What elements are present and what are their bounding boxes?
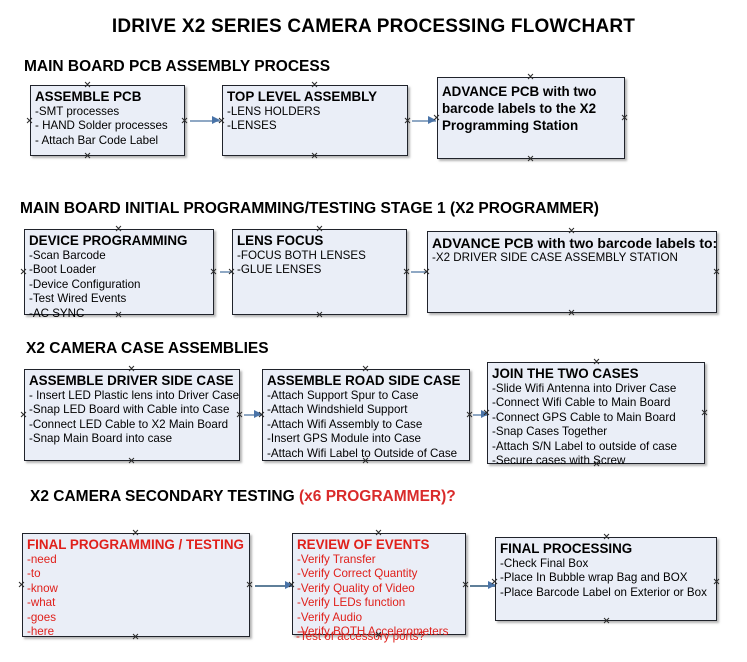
connector-shaft	[470, 585, 496, 587]
section-heading-text: X2 CAMERA CASE ASSEMBLIES	[26, 340, 269, 357]
node-advance-pcb-to-x2-programming-station[interactable]: ADVANCE PCB with two barcode labels to t…	[437, 77, 625, 159]
node-line: - Insert LED Plastic lens into Driver Ca…	[29, 389, 240, 402]
connector-driver-side-to-road-side	[244, 410, 262, 419]
node-line: -Verify Audio	[297, 610, 363, 624]
node-line: -Secure cases with Screw	[492, 454, 626, 468]
node-line: -X2 DRIVER SIDE CASE ASSEMBLY STATION	[432, 251, 678, 264]
connector-shaft	[412, 120, 436, 122]
node-title: LENS FOCUS	[237, 233, 324, 248]
node-line: -Attach Windshield Support	[267, 403, 408, 417]
node-assemble-pcb[interactable]: ASSEMBLE PCB -SMT processes - HAND Solde…	[30, 85, 185, 156]
node-line: -Connect GPS Cable to Main Board	[492, 410, 676, 424]
node-line: -Verify BOTH Accelerometers	[297, 625, 449, 639]
connector-shaft	[244, 414, 262, 416]
node-line: -Verify Correct Quantity	[297, 567, 418, 581]
node-title: TOP LEVEL ASSEMBLY	[227, 89, 378, 104]
section-heading-text: MAIN BOARD INITIAL PROGRAMMING/TESTING S…	[20, 200, 599, 217]
connector-review-of-events-to-final-processing	[470, 581, 496, 590]
section-heading-text: X2 CAMERA SECONDARY TESTING	[30, 488, 299, 505]
section-heading-x2-camera-secondary-testing: X2 CAMERA SECONDARY TESTING (x6 PROGRAMM…	[30, 488, 456, 506]
node-title: REVIEW OF EVENTS	[297, 537, 430, 552]
node-final-programming-testing[interactable]: FINAL PROGRAMMING / TESTING -need -to -k…	[22, 533, 250, 639]
node-title: DEVICE PROGRAMMING	[29, 233, 188, 248]
node-line: -Slide Wifi Antenna into Driver Case	[492, 382, 677, 395]
node-review-of-events[interactable]: REVIEW OF EVENTS -Verify Transfer -Verif…	[292, 533, 466, 638]
connector-shaft	[190, 120, 220, 122]
node-line: -Verify Quality of Video	[297, 581, 415, 595]
section-heading-main-board-pcb-assembly: MAIN BOARD PCB ASSEMBLY PROCESS	[24, 58, 330, 76]
page-title: IDRIVE X2 SERIES CAMERA PROCESSING FLOWC…	[111, 16, 636, 37]
node-line: -Verify Transfer	[297, 553, 376, 566]
node-line: -Snap Main Board into case	[29, 432, 173, 446]
node-assemble-driver-side-case[interactable]: ASSEMBLE DRIVER SIDE CASE - Insert LED P…	[24, 369, 240, 461]
node-line: -Insert GPS Module into Case	[267, 432, 422, 446]
node-line: -Place In Bubble wrap Bag and BOX	[500, 571, 688, 585]
node-line: -Snap Cases Together	[492, 425, 608, 439]
node-line: -LENS HOLDERS	[227, 105, 321, 118]
connector-final-programming-to-review-of-events	[255, 581, 293, 590]
node-line: -Attach Wifi Label to Outside of Case	[267, 446, 458, 460]
node-title: ASSEMBLE PCB	[35, 89, 142, 104]
node-line: -to	[27, 567, 41, 581]
node-line: -Test Wired Events	[29, 292, 127, 306]
node-line: -Connect LED Cable to X2 Main Board	[29, 417, 229, 431]
node-line: -Verify LEDs function	[297, 596, 406, 610]
node-line: - HAND Solder processes	[35, 119, 168, 133]
node-line: -FOCUS BOTH LENSES	[237, 249, 366, 262]
node-line: -Check Final Box	[500, 557, 589, 570]
section-heading-main-board-initial-programming: MAIN BOARD INITIAL PROGRAMMING/TESTING S…	[20, 200, 599, 218]
node-line: -GLUE LENSES	[237, 263, 322, 277]
node-title: ADVANCE PCB with two barcode labels to t…	[442, 84, 597, 133]
node-line: -what	[27, 596, 56, 610]
node-final-processing[interactable]: FINAL PROCESSING -Check Final Box -Place…	[495, 537, 717, 621]
node-line: -Attach Support Spur to Case	[267, 389, 419, 402]
node-line: -Snap LED Board with Cable into Case	[29, 403, 230, 417]
node-line: -Place Barcode Label on Exterior or Box	[500, 585, 707, 599]
node-device-programming[interactable]: DEVICE PROGRAMMING -Scan Barcode -Boot L…	[24, 229, 214, 320]
connector-assemble-pcb-to-top-level-assembly	[190, 116, 220, 125]
node-line: -LENSES	[227, 119, 277, 133]
node-line: -Attach S/N Label to outside of case	[492, 439, 677, 453]
node-line: -Boot Loader	[29, 263, 97, 277]
section-heading-text: MAIN BOARD PCB ASSEMBLY PROCESS	[24, 58, 331, 75]
node-top-level-assembly[interactable]: TOP LEVEL ASSEMBLY -LENS HOLDERS -LENSES	[222, 85, 408, 156]
node-title: FINAL PROGRAMMING / TESTING	[27, 537, 244, 552]
node-line: -know	[27, 581, 58, 595]
node-line: - Attach Bar Code Label	[35, 133, 159, 147]
section-heading-x2-camera-case-assemblies: X2 CAMERA CASE ASSEMBLIES	[26, 340, 269, 358]
node-line: -goes	[27, 610, 57, 624]
node-line: -Scan Barcode	[29, 249, 106, 262]
node-line: -Attach Wifi Assembly to Case	[267, 417, 423, 431]
node-line: -Device Configuration	[29, 277, 141, 291]
node-title: ASSEMBLE ROAD SIDE CASE	[267, 373, 461, 388]
arrowhead-icon	[212, 116, 220, 124]
node-line: -Connect Wifi Cable to Main Board	[492, 396, 671, 410]
node-overflow-line: -Test of accessory ports?	[296, 630, 425, 643]
node-lens-focus[interactable]: LENS FOCUS -FOCUS BOTH LENSES -GLUE LENS…	[232, 229, 407, 315]
connector-shaft	[255, 585, 293, 587]
arrowhead-icon	[254, 410, 262, 418]
node-title: ADVANCE PCB with two barcode labels to:	[432, 235, 718, 251]
node-line: -SMT processes	[35, 105, 120, 118]
node-assemble-road-side-case[interactable]: ASSEMBLE ROAD SIDE CASE -Attach Support …	[262, 369, 470, 461]
section-heading-accent: (x6 PROGRAMMER)?	[299, 488, 456, 505]
node-line: -need	[27, 553, 57, 566]
node-line: -AC SYNC	[29, 306, 85, 320]
node-line: -here	[27, 625, 55, 639]
node-title: ASSEMBLE DRIVER SIDE CASE	[29, 373, 234, 388]
node-join-the-two-cases[interactable]: JOIN THE TWO CASES -Slide Wifi Antenna i…	[487, 362, 705, 467]
node-advance-pcb-to-driver-side-case-assembly[interactable]: ADVANCE PCB with two barcode labels to: …	[427, 231, 717, 313]
connector-top-level-assembly-to-advance-pcb	[412, 116, 436, 125]
node-title: JOIN THE TWO CASES	[492, 366, 639, 381]
arrowhead-icon	[428, 116, 436, 124]
node-title: FINAL PROCESSING	[500, 541, 633, 556]
